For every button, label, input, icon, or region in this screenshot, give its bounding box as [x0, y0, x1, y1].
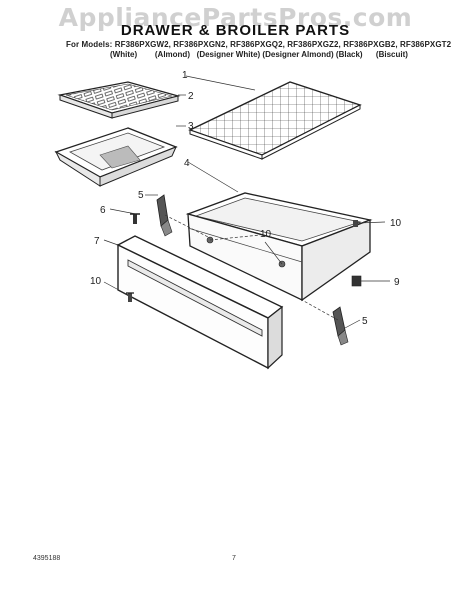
page-number: 7	[232, 555, 236, 562]
document-number: 4395188	[33, 555, 61, 562]
callout-1: 1	[182, 70, 188, 81]
callout-2: 2	[188, 91, 194, 102]
drawer-tray	[185, 192, 373, 302]
leader-lines	[103, 75, 390, 329]
callout-5-upper: 5	[138, 190, 144, 201]
model-colors: (White) (Almond) (Designer White) (Desig…	[110, 50, 408, 59]
callout-7: 7	[94, 236, 100, 247]
page-title: DRAWER & BROILER PARTS	[120, 22, 351, 39]
drawer-slide-upper	[156, 194, 173, 237]
screw-part-10-right	[353, 220, 358, 227]
callout-10-mid: 10	[260, 229, 272, 240]
callout-9: 9	[394, 277, 400, 288]
screw-part-10-left	[126, 292, 134, 302]
callout-4: 4	[184, 158, 190, 169]
callout-3: 3	[188, 121, 194, 132]
model-list: For Models: RF386PXGW2, RF386PXGN2, RF38…	[66, 40, 452, 49]
callout-10-left: 10	[90, 276, 102, 287]
callout-5-lower: 5	[362, 316, 368, 327]
drawer-front-panel	[116, 235, 284, 370]
oven-rack	[188, 81, 362, 160]
broiler-grid	[57, 81, 181, 119]
watermark-text: AppliancePartsPros.com	[58, 3, 413, 32]
callout-10-right: 10	[390, 218, 402, 229]
drawer-slide-lower	[332, 306, 349, 346]
callout-6: 6	[100, 205, 106, 216]
screw-part-6	[130, 213, 140, 224]
clip-part-9	[351, 275, 362, 287]
broiler-pan	[54, 127, 178, 187]
